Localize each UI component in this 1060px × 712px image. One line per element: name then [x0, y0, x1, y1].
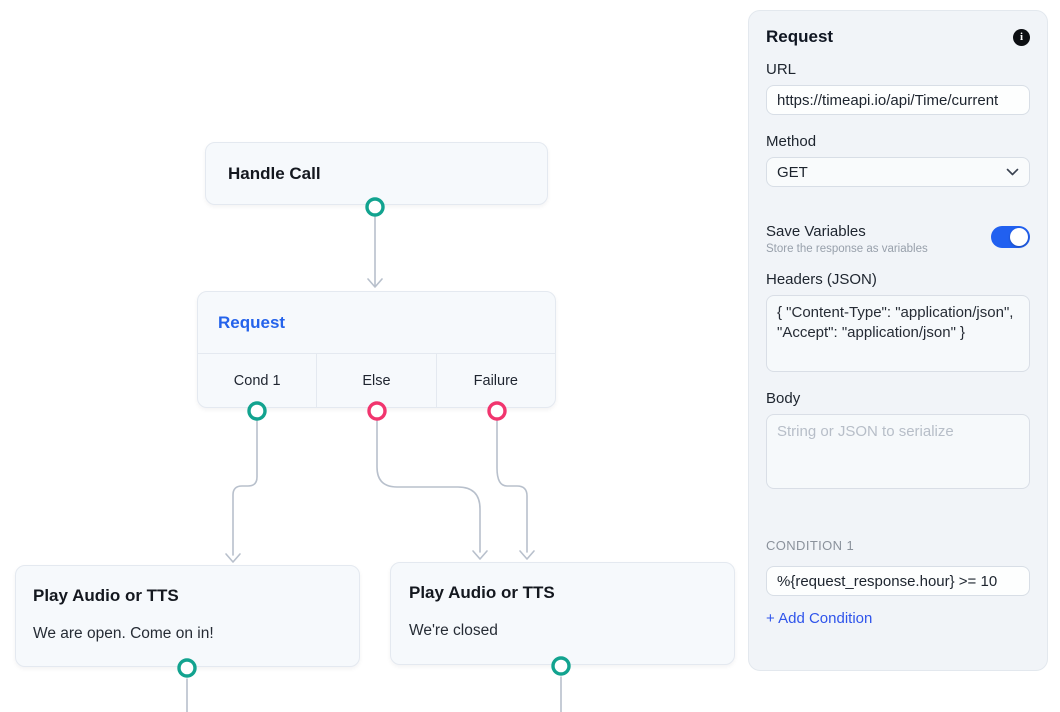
condition-1-label: CONDITION 1: [766, 538, 855, 553]
save-variables-sublabel: Store the response as variables: [766, 243, 928, 255]
node-play-audio-open[interactable]: Play Audio or TTS We are open. Come on i…: [15, 565, 360, 667]
headers-label: Headers (JSON): [766, 271, 877, 288]
add-condition-link[interactable]: + Add Condition: [766, 610, 873, 627]
node-subtitle: We are open. Come on in!: [33, 625, 214, 642]
body-label: Body: [766, 390, 801, 407]
method-label: Method: [766, 133, 817, 150]
node-title: Handle Call: [228, 163, 321, 183]
output-cond-1[interactable]: Cond 1: [233, 372, 281, 389]
node-request-outputs: Cond 1 Else Failure: [198, 354, 555, 407]
node-title: Play Audio or TTS: [409, 583, 555, 602]
body-input[interactable]: [766, 414, 1030, 489]
node-play-audio-closed[interactable]: Play Audio or TTS We're closed: [390, 562, 735, 665]
output-failure[interactable]: Failure: [435, 354, 555, 407]
method-select[interactable]: GET: [766, 157, 1030, 187]
edge-failure-to-play-closed: [496, 419, 535, 560]
toggle-knob: [1010, 228, 1028, 246]
condition-1-input[interactable]: [766, 566, 1030, 596]
edge-handlecall-to-request: [367, 216, 383, 288]
save-variables-label: Save Variables: [766, 223, 866, 240]
url-label: URL: [766, 61, 797, 78]
flow-canvas[interactable]: Handle Call Request Cond 1 Else Failure …: [0, 0, 760, 712]
url-input[interactable]: [766, 85, 1030, 115]
edge-cond1-to-play-open: [225, 419, 258, 563]
node-title: Request: [218, 312, 286, 332]
info-icon[interactable]: i: [1013, 28, 1030, 46]
edge-else-to-play-closed: [376, 419, 488, 560]
node-request-header: Request: [198, 292, 555, 354]
node-subtitle: We're closed: [409, 622, 498, 639]
node-request[interactable]: Request Cond 1 Else Failure: [197, 291, 556, 408]
save-variables-toggle[interactable]: [991, 226, 1030, 248]
output-else[interactable]: Else: [316, 354, 435, 407]
method-selected-value: GET: [777, 163, 808, 181]
headers-input[interactable]: { "Content-Type": "application/json", "A…: [766, 295, 1030, 372]
node-handle-call[interactable]: Handle Call: [205, 142, 548, 205]
request-settings-panel: Request i URL Method GET Save Variables …: [748, 10, 1048, 671]
node-title: Play Audio or TTS: [33, 586, 179, 605]
chevron-down-icon: [1006, 168, 1019, 176]
panel-title: Request: [766, 27, 834, 46]
